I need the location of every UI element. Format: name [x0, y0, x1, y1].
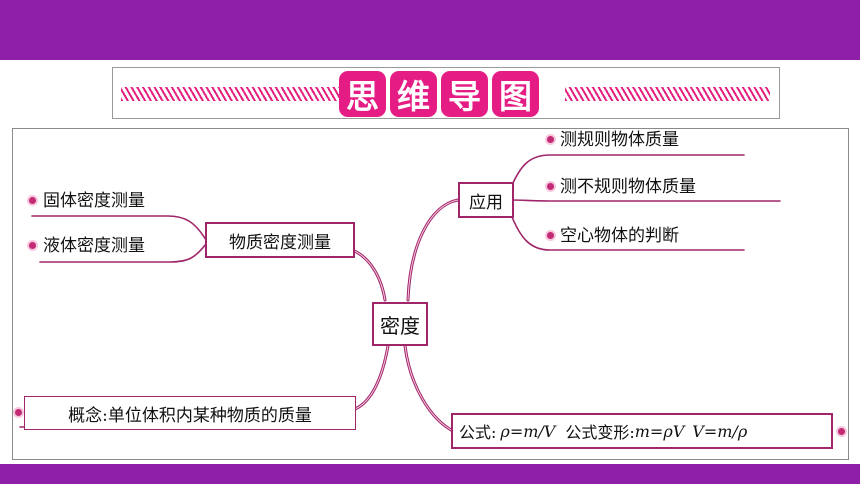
formula-main: ρ=m/V: [500, 421, 556, 441]
link-center-measure: [350, 248, 387, 302]
link-app-hollow: [509, 211, 745, 251]
leaf-hollow-object: 空心物体的判断: [560, 226, 679, 246]
formula-variant-label: 公式变形:: [565, 423, 635, 442]
bullet-solid: [27, 195, 38, 206]
formula-variant-1: m=ρV: [634, 421, 685, 441]
bullet-formula: [836, 426, 847, 437]
bullet-concept: [13, 407, 24, 418]
application-node-label: 应用: [469, 192, 503, 213]
page-title: 思 维 导 图: [339, 71, 539, 117]
center-node-label: 密度: [380, 313, 420, 338]
header-banner: 思 维 导 图: [112, 67, 780, 119]
top-band: [0, 0, 860, 60]
concept-node-label: 概念:单位体积内某种物质的质量: [68, 405, 312, 426]
decor-stripes-right: [565, 87, 770, 101]
link-center-formula: [403, 344, 457, 434]
center-node: 密度: [372, 302, 428, 346]
leaf-irregular-object: 测不规则物体质量: [560, 177, 696, 197]
title-char-3: 导: [441, 71, 488, 117]
link-center-concept: [350, 344, 390, 412]
link-measure-liquid: [39, 243, 207, 263]
application-node: 应用: [458, 182, 514, 218]
decor-stripes-left: [121, 87, 339, 101]
formula-label: 公式:: [459, 423, 497, 442]
link-app-irregular: [509, 199, 781, 202]
concept-node: 概念:单位体积内某种物质的质量: [24, 396, 356, 430]
formula-node: 公式: ρ=m/V 公式变形: m=ρV V=m/ρ: [451, 413, 833, 449]
leaf-solid-density: 固体密度测量: [43, 191, 145, 211]
mindmap-frame: [12, 128, 849, 460]
title-char-1: 思: [339, 71, 386, 117]
bullet-irregular: [545, 181, 556, 192]
title-char-4: 图: [492, 71, 539, 117]
measure-node-label: 物质密度测量: [229, 232, 331, 253]
leaf-regular-object: 测规则物体质量: [560, 130, 679, 150]
bottom-band: [0, 464, 860, 484]
formula-variant-2: V=m/ρ: [692, 421, 748, 441]
measure-node: 物质密度测量: [205, 222, 355, 258]
title-char-2: 维: [390, 71, 437, 117]
link-measure-solid: [31, 215, 207, 241]
bullet-regular: [545, 134, 556, 145]
bullet-hollow: [545, 230, 556, 241]
bullet-liquid: [27, 240, 38, 251]
leaf-liquid-density: 液体密度测量: [43, 236, 145, 256]
